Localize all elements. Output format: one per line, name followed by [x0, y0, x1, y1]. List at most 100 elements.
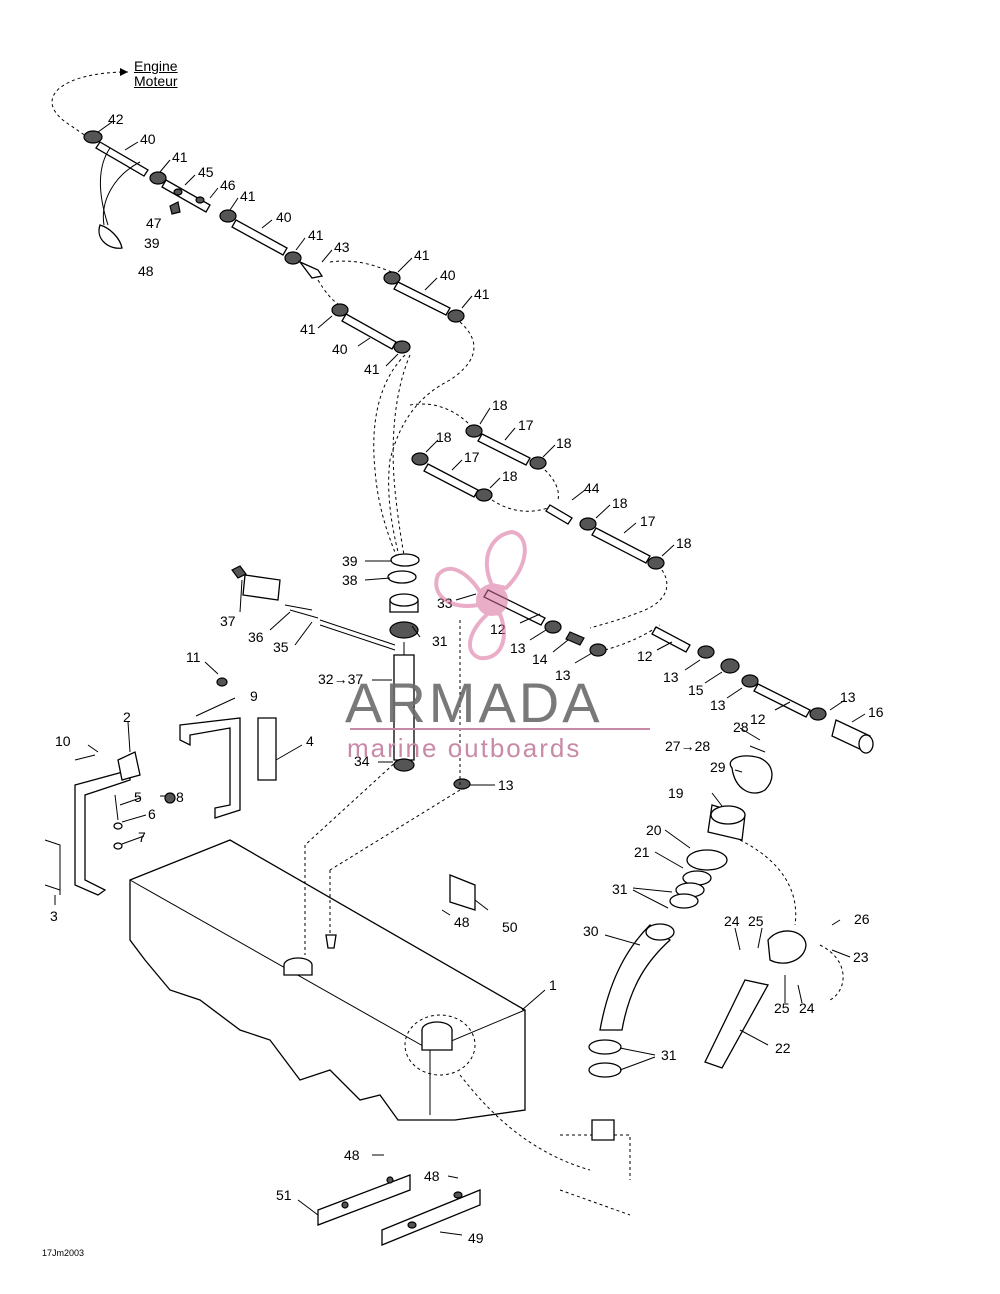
filler-neck-assembly	[588, 755, 844, 1078]
callout-14: 14	[532, 651, 548, 667]
callout-42: 42	[108, 111, 124, 127]
callout-32-to-37: 32→37	[318, 671, 363, 687]
callout-6: 6	[148, 806, 156, 822]
callout-48: 48	[138, 263, 154, 279]
callout-48: 48	[344, 1147, 360, 1163]
callout-35: 35	[273, 639, 289, 655]
tank-brackets	[44, 677, 277, 896]
propeller-logo	[434, 529, 527, 661]
callout-13: 13	[663, 669, 679, 685]
callout-28: 28	[733, 719, 749, 735]
callout-9: 9	[250, 688, 258, 704]
callout-10: 10	[55, 733, 71, 749]
callout-31: 31	[432, 633, 448, 649]
callout-31: 31	[612, 881, 628, 897]
callout-46: 46	[220, 177, 236, 193]
callout-17: 17	[518, 417, 534, 433]
leader-lines	[54, 121, 866, 1236]
callout-40: 40	[140, 131, 156, 147]
watermark-divider	[350, 728, 650, 730]
callout-44: 44	[584, 480, 600, 496]
callout-17: 17	[464, 449, 480, 465]
callout-4: 4	[306, 733, 314, 749]
callout-22: 22	[775, 1040, 791, 1056]
callout-17: 17	[640, 513, 656, 529]
engine-label: Engine Moteur	[134, 59, 178, 89]
callout-47: 47	[146, 215, 162, 231]
callout-13: 13	[510, 640, 526, 656]
vent-hose-assembly	[83, 130, 475, 561]
callout-50: 50	[502, 919, 518, 935]
callout-12: 12	[750, 711, 766, 727]
callout-39: 39	[144, 235, 160, 251]
callout-48: 48	[454, 914, 470, 930]
callout-40: 40	[276, 209, 292, 225]
tank-straps	[317, 874, 481, 1246]
callout-18: 18	[676, 535, 692, 551]
callout-23: 23	[853, 949, 869, 965]
engine-label-fr: Moteur	[134, 73, 178, 89]
callout-41: 41	[240, 188, 256, 204]
callout-24: 24	[799, 1000, 815, 1016]
callout-3: 3	[50, 908, 58, 924]
callout-13: 13	[840, 689, 856, 705]
callout-25: 25	[774, 1000, 790, 1016]
callout-20: 20	[646, 822, 662, 838]
fuel-line-right	[483, 589, 874, 754]
callout-51: 51	[276, 1187, 292, 1203]
callout-41: 41	[474, 286, 490, 302]
callout-39: 39	[342, 553, 358, 569]
callout-24: 24	[724, 913, 740, 929]
callout-18: 18	[502, 468, 518, 484]
callout-1: 1	[549, 977, 557, 993]
callout-13: 13	[555, 667, 571, 683]
callout-18: 18	[436, 429, 452, 445]
callout-18: 18	[492, 397, 508, 413]
callout-2: 2	[123, 709, 131, 725]
callout-25: 25	[748, 913, 764, 929]
callout-41: 41	[172, 149, 188, 165]
callout-29: 29	[710, 759, 726, 775]
callout-41: 41	[414, 247, 430, 263]
watermark-brand: ARMADA	[345, 671, 603, 734]
callout-8: 8	[176, 789, 184, 805]
callout-31: 31	[661, 1047, 677, 1063]
fuel-tank	[129, 620, 631, 1216]
callout-41: 41	[308, 227, 324, 243]
callout-36: 36	[248, 629, 264, 645]
callout-13: 13	[710, 697, 726, 713]
drawing-code: 17Jm2003	[42, 1248, 85, 1258]
callout-41: 41	[300, 321, 316, 337]
fuel-hose-assembly	[409, 403, 668, 629]
callout-18: 18	[612, 495, 628, 511]
callout-5: 5	[134, 789, 142, 805]
callout-15: 15	[688, 682, 704, 698]
callout-21: 21	[634, 844, 650, 860]
callout-7: 7	[138, 829, 146, 845]
callout-41: 41	[364, 361, 380, 377]
callout-38: 38	[342, 572, 358, 588]
callout-12: 12	[637, 648, 653, 664]
callout-40: 40	[332, 341, 348, 357]
callout-37: 37	[220, 613, 236, 629]
callout-26: 26	[854, 911, 870, 927]
callout-labels: 42 40 41 45 46 41 47 39 48 40 41 43 41 4…	[50, 111, 884, 1246]
fuel-sender	[231, 565, 396, 651]
callout-33: 33	[437, 595, 453, 611]
callout-30: 30	[583, 923, 599, 939]
engine-arrow	[51, 68, 129, 141]
callout-11: 11	[186, 649, 201, 665]
callout-43: 43	[334, 239, 350, 255]
callout-48: 48	[424, 1168, 440, 1184]
engine-label-en: Engine	[134, 58, 178, 74]
fuel-pickup-assembly	[387, 553, 471, 790]
callout-19: 19	[668, 785, 684, 801]
callout-45: 45	[198, 164, 214, 180]
callout-27-to-28: 27→28	[665, 738, 710, 754]
callout-16: 16	[868, 704, 884, 720]
callout-40: 40	[440, 267, 456, 283]
callout-18: 18	[556, 435, 572, 451]
callout-34: 34	[354, 753, 370, 769]
callout-49: 49	[468, 1230, 484, 1246]
